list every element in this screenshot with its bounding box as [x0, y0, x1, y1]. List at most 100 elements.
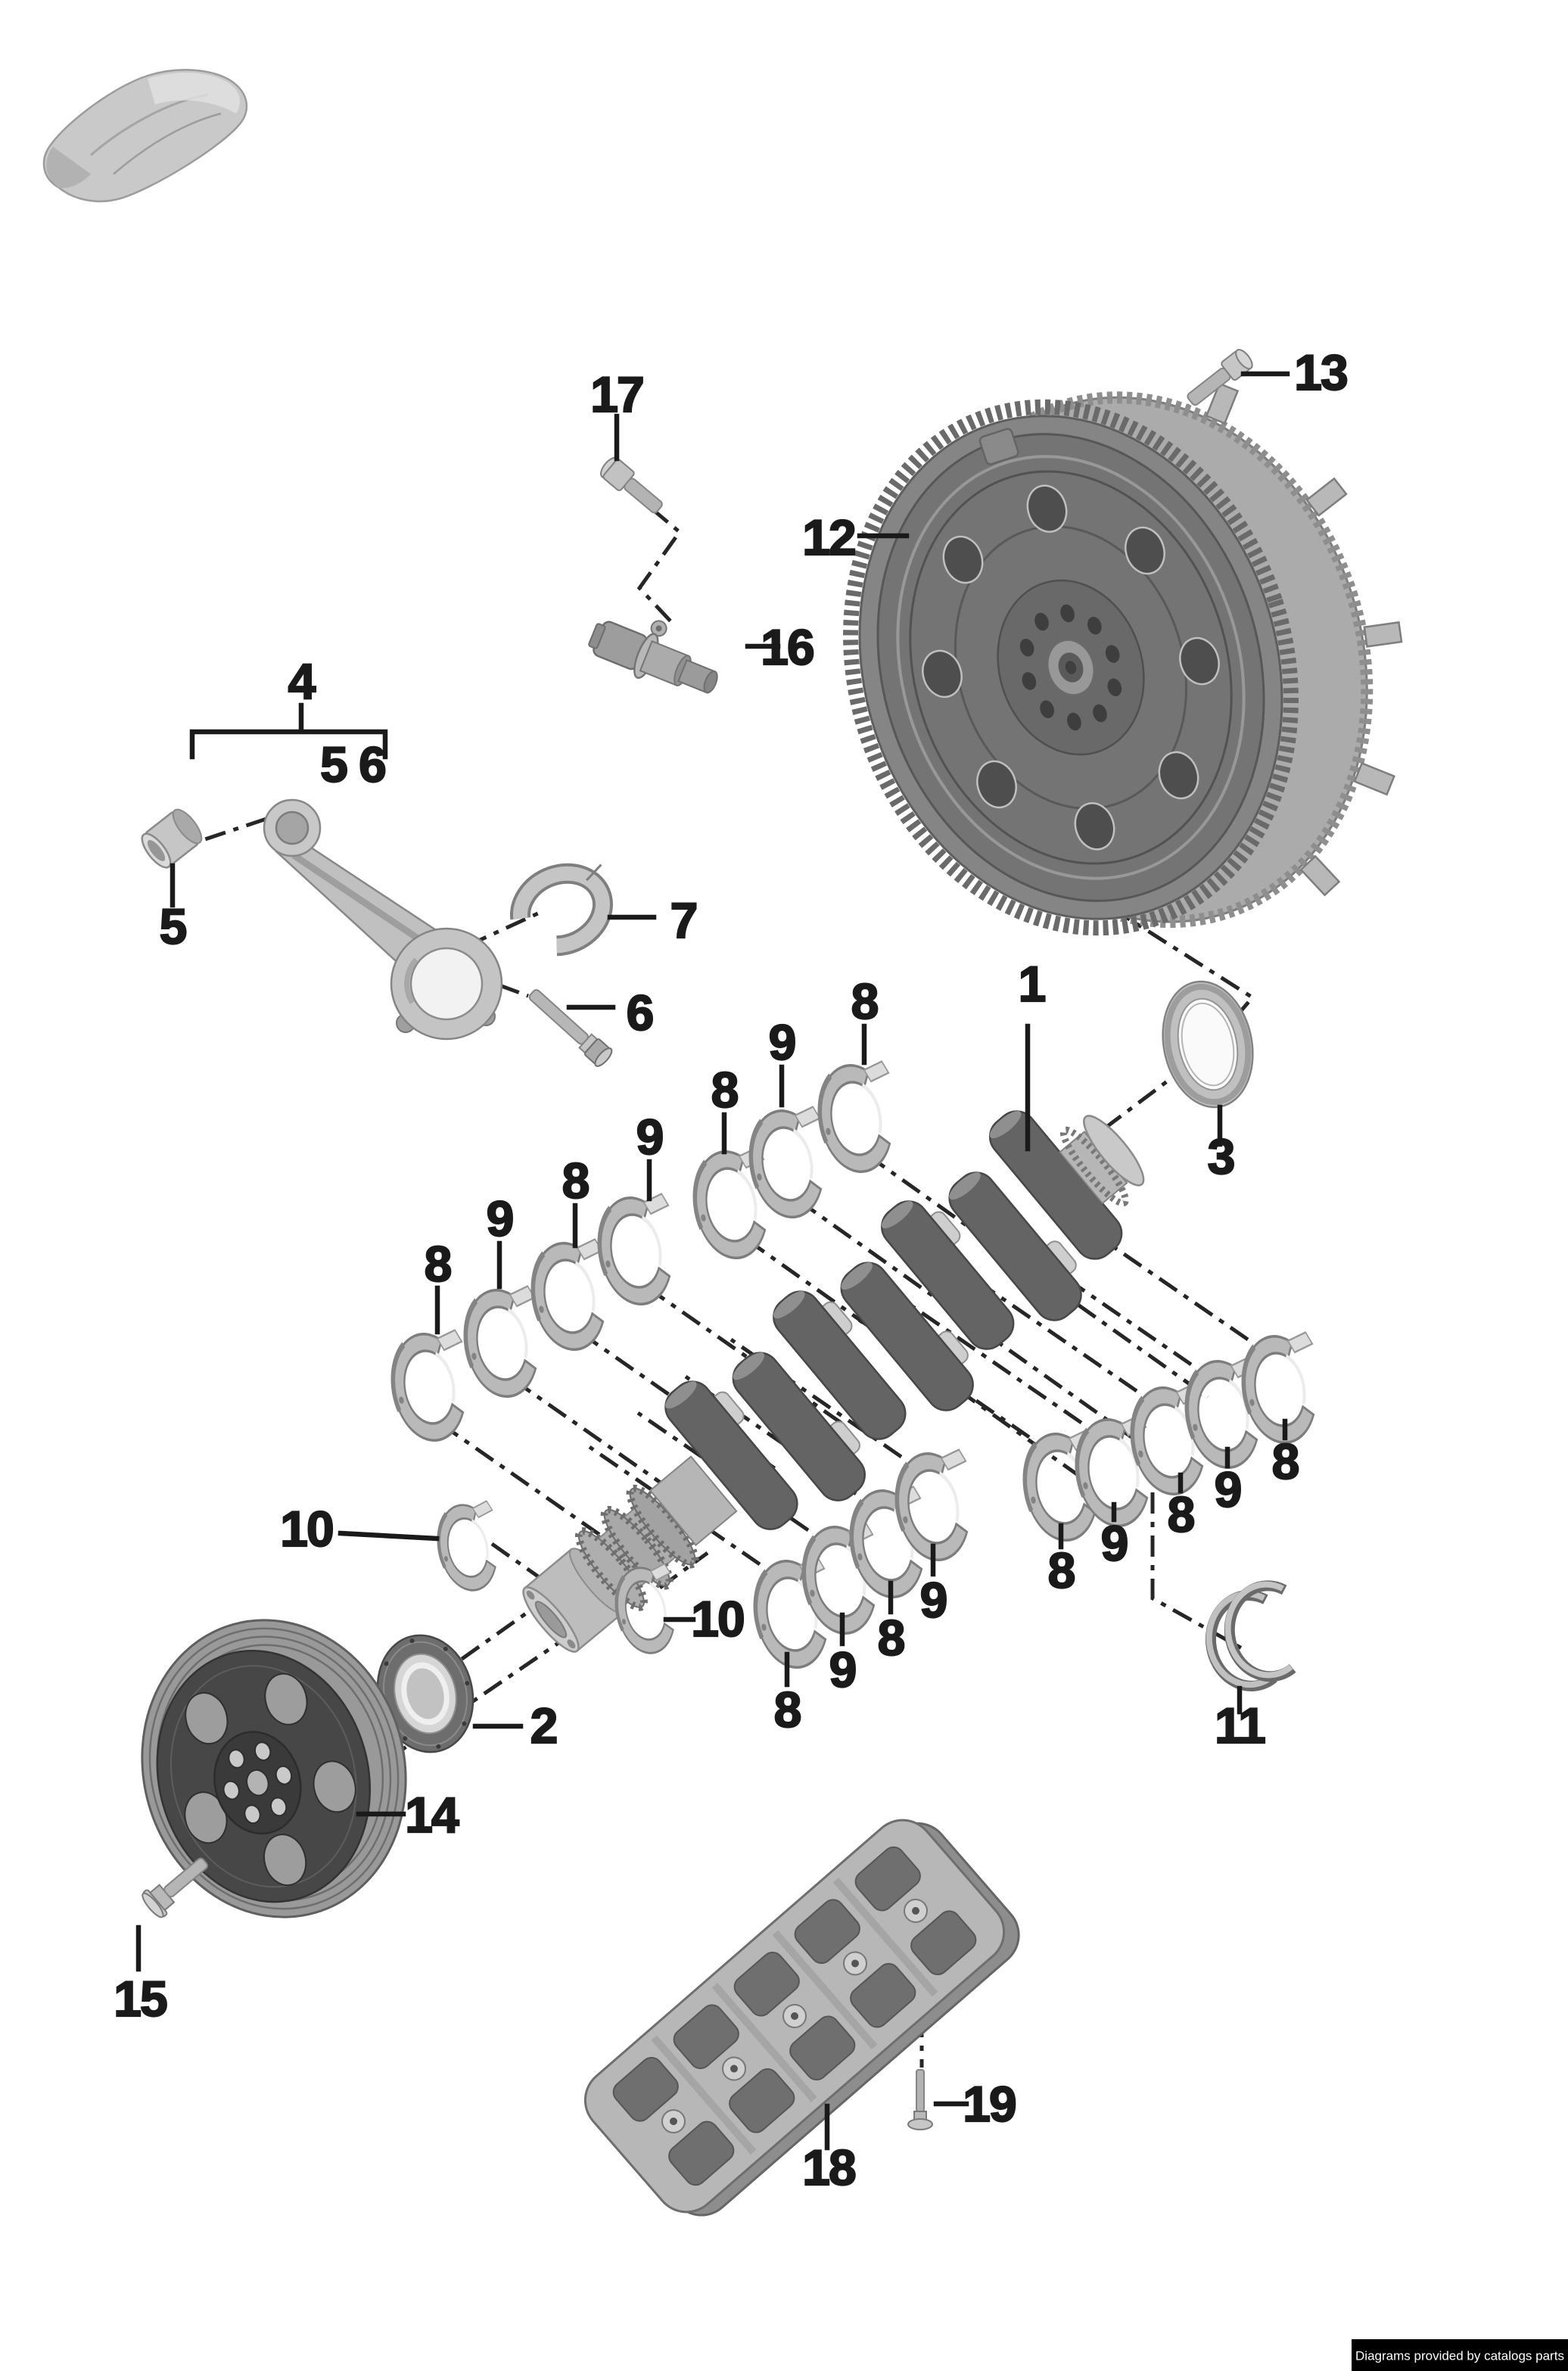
- trigger-wheel: [1059, 1126, 1129, 1207]
- hub-bolt-circle: [1019, 604, 1122, 731]
- line-shell-u4: [646, 1285, 849, 1430]
- callout-8-l1: 8: [773, 1651, 803, 1738]
- watermark-label: Diagrams provided by catalogs parts: [1355, 2349, 1564, 2363]
- callout-9-l4: 9: [1214, 1446, 1243, 1518]
- callout-18: 18: [801, 2103, 857, 2196]
- line-shell-l7: [965, 1271, 1138, 1393]
- callout-8-l1-label: 8: [774, 1682, 801, 1738]
- callout-9-u3-label: 9: [769, 1014, 795, 1070]
- callout-8-u4-label: 8: [851, 973, 878, 1029]
- callout-9-l3-label: 9: [1101, 1515, 1128, 1571]
- callout-6-label: 6: [627, 985, 653, 1041]
- callout-10-left: 10: [279, 1500, 440, 1557]
- flywheel-bolt: [1187, 349, 1253, 406]
- callout-8-l4: 8: [1167, 1472, 1196, 1543]
- flywheel-tabs: [1205, 382, 1403, 897]
- callout-9-l2: 9: [919, 1543, 949, 1629]
- line-bolt17-to-sensor: [636, 507, 683, 627]
- callout-19: 19: [933, 2075, 1018, 2133]
- callout-18-label: 18: [802, 2139, 855, 2195]
- callout-10-left-leader-line: [338, 1530, 440, 1542]
- car-front-face: [46, 147, 91, 188]
- rear-flange: [1083, 1115, 1145, 1187]
- callout-10-left-label: 10: [280, 1501, 332, 1557]
- callout-17: 17: [590, 366, 646, 462]
- callout-1: 1: [1018, 955, 1047, 1152]
- crank-webs: [664, 1110, 1123, 1530]
- watermark: Diagrams provided by catalogs parts: [1352, 2339, 1568, 2371]
- callout-8-l2: 8: [877, 1580, 907, 1666]
- callout-1-label: 1: [1019, 956, 1045, 1012]
- connecting-rod: [263, 798, 503, 1041]
- callout-11: 11: [1214, 1685, 1267, 1754]
- line-shell-u6: [797, 1198, 1140, 1445]
- callout-8-l5: 8: [1271, 1418, 1301, 1490]
- callout-8-l4-label: 8: [1168, 1486, 1194, 1542]
- callout-9-u1: 9: [486, 1190, 515, 1290]
- car-windshield: [148, 72, 240, 114]
- car-beltline: [113, 112, 222, 175]
- callout-5: 5: [159, 863, 188, 955]
- conrod-bolt: [528, 989, 613, 1067]
- line-shell-u5: [745, 1237, 1089, 1484]
- callout-8-u2: 8: [562, 1152, 591, 1249]
- assembly-lines: [197, 403, 1255, 2068]
- callout-9-u1-label: 9: [487, 1190, 513, 1246]
- callout-9-l3: 9: [1100, 1501, 1130, 1572]
- callout-15: 15: [113, 1924, 169, 2027]
- callout-3-label: 3: [1208, 1128, 1234, 1184]
- callout-10-right-label: 10: [691, 1591, 743, 1647]
- callout-16-label: 16: [761, 619, 814, 675]
- callout-4-leader-line: [189, 729, 388, 760]
- callout-9-l4-label: 9: [1215, 1461, 1241, 1517]
- callout-14: 14: [356, 1786, 462, 1844]
- callout-4-items-label: 5 6: [320, 736, 385, 792]
- callout-8-u4: 8: [851, 972, 880, 1066]
- crank-web-highlights: [665, 1111, 1022, 1409]
- callout-4-items: 5 6: [319, 736, 387, 793]
- callout-16: 16: [745, 618, 816, 676]
- callout-12: 12: [801, 509, 910, 566]
- callout-8-u3-label: 8: [711, 1062, 738, 1118]
- callout-15-label: 15: [114, 1971, 166, 2027]
- callout-8-l2-label: 8: [878, 1610, 904, 1666]
- callout-11-label: 11: [1215, 1697, 1265, 1753]
- line-shell-l6: [910, 1303, 1083, 1425]
- callout-2: 2: [472, 1697, 559, 1754]
- callout-9-u2: 9: [636, 1108, 665, 1202]
- callout-9-l1-label: 9: [829, 1641, 856, 1697]
- callout-13-label: 13: [1294, 344, 1347, 400]
- bridge-ribs: [651, 1877, 938, 2155]
- bearing-ring: [376, 1634, 474, 1753]
- callout-5-label: 5: [160, 898, 186, 954]
- callout-8-u1-label: 8: [425, 1236, 451, 1292]
- ring-rivets: [381, 1638, 470, 1749]
- callout-17-label: 17: [590, 366, 642, 422]
- car-body: [42, 69, 248, 203]
- bridge-bolt: [907, 2069, 933, 2130]
- line-shell-l8: [1019, 1245, 1193, 1367]
- sealing-ring: [1162, 980, 1254, 1109]
- dual-mass-flywheel: [843, 382, 1403, 936]
- callout-8-l3: 8: [1047, 1523, 1077, 1599]
- sensor-bolt: [600, 456, 663, 514]
- callout-6: 6: [566, 984, 655, 1041]
- callout-7-label: 7: [670, 892, 697, 948]
- callout-8-l5-label: 8: [1272, 1433, 1299, 1489]
- piston-pin-bushing: [141, 808, 203, 869]
- callout-4: 4: [189, 652, 388, 760]
- pulley-holes: [184, 1672, 356, 1887]
- callout-14-label: 14: [405, 1787, 459, 1843]
- watermark-box: [1352, 2339, 1568, 2371]
- bridge-bolt-dots: [670, 1906, 919, 2126]
- conrod-bearing-shell: [510, 863, 613, 957]
- flywheel-bolt-holes: [922, 484, 1220, 851]
- crankshaft-position-sensor: [588, 620, 718, 694]
- callout-2-label: 2: [530, 1697, 557, 1753]
- flywheel-notch: [978, 428, 1019, 465]
- callout-9-u2-label: 9: [636, 1109, 663, 1165]
- pulley-hub-holes: [222, 1741, 293, 1825]
